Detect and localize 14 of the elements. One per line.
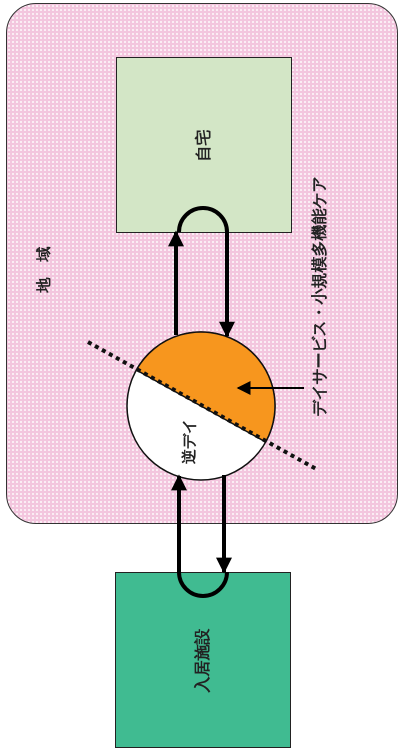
facility-box [116,57,292,233]
callout-text: デイサービス・小規模多機能ケア [310,176,330,416]
node-label: 自宅 [194,129,214,161]
region-area [6,3,398,524]
flow-arrow [216,475,232,574]
leader-arrow [236,381,304,395]
flow-arrow [168,230,184,335]
facility-box [115,572,291,748]
node-label: 入居施設 [192,628,212,692]
node-label: 逆デイ [180,418,198,464]
region-label: 地域 [34,230,54,292]
flow-arrow [177,206,235,338]
service-circle [126,331,276,481]
flow-arrow [171,474,229,598]
